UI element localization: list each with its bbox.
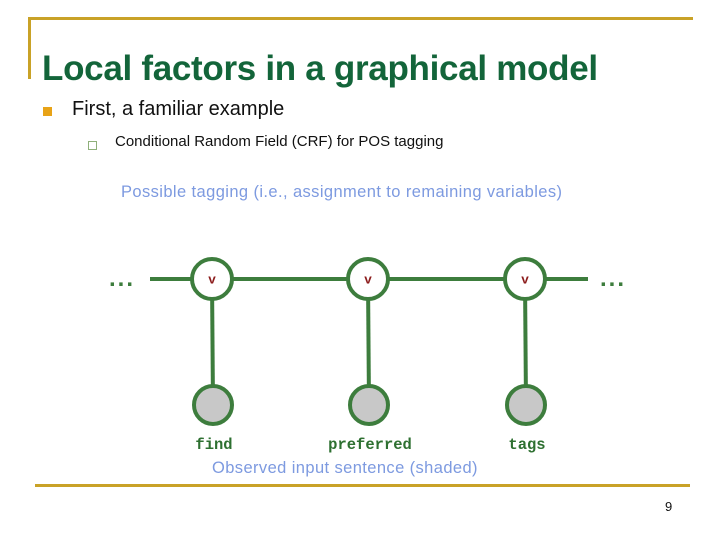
edge-tag3-word3 xyxy=(523,278,528,406)
tag-node-2-label: v xyxy=(364,272,372,288)
page-title: Local factors in a graphical model xyxy=(42,49,598,89)
word-node-1-label: find xyxy=(195,436,233,454)
tag-node-3-label: v xyxy=(521,272,529,288)
tag-node-1-label: v xyxy=(208,272,216,288)
edge-tag2-word2 xyxy=(366,278,371,406)
bullet-level1-label: First, a familiar example xyxy=(72,98,285,120)
word-node-1 xyxy=(192,384,234,426)
title-rule-top xyxy=(28,17,693,20)
footer-rule xyxy=(35,484,690,487)
edge-tag1-word1 xyxy=(210,278,215,406)
ellipsis-left-icon: ... xyxy=(108,265,136,292)
word-node-2 xyxy=(348,384,390,426)
word-node-circles xyxy=(192,384,547,426)
bullet-level2-label: Conditional Random Field (CRF) for POS t… xyxy=(115,133,444,150)
graph-edges xyxy=(150,277,588,406)
bullet-level1: First, a familiar example xyxy=(43,98,284,121)
word-node-3 xyxy=(505,384,547,426)
page-number: 9 xyxy=(665,499,673,514)
bullet-level2: Conditional Random Field (CRF) for POS t… xyxy=(88,133,443,151)
word-node-3-label: tags xyxy=(508,436,546,454)
word-node-2-label: preferred xyxy=(328,436,412,454)
caption-observed-sentence: Observed input sentence (shaded) xyxy=(212,459,478,477)
hollow-square-bullet-icon xyxy=(88,141,97,150)
ellipsis-right-icon: ... xyxy=(599,265,627,292)
filled-square-bullet-icon xyxy=(43,107,52,116)
caption-possible-tagging: Possible tagging (i.e., assignment to re… xyxy=(121,183,563,201)
title-rule-left xyxy=(28,17,31,79)
